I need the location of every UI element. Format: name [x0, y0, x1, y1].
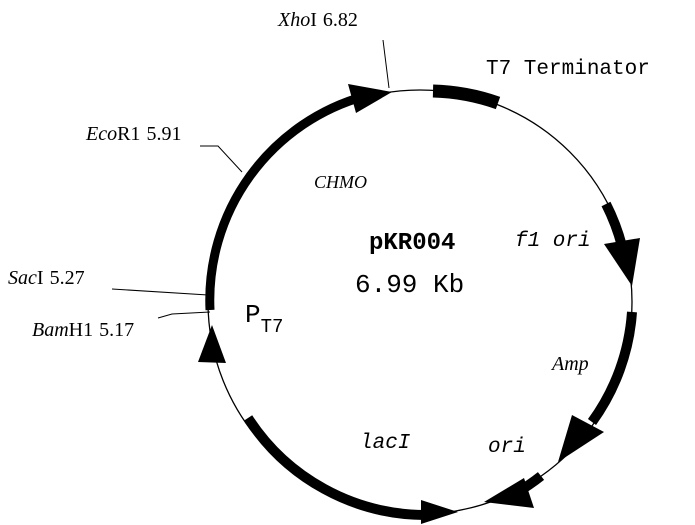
t7-terminator-block — [432, 84, 501, 110]
laci-arrowhead — [421, 500, 458, 524]
t7-terminator-label: T7 Terminator — [486, 58, 650, 81]
pt7-label: PT7 — [245, 300, 283, 338]
ori-label: ori — [488, 436, 526, 459]
f1-ori-arrowhead — [604, 238, 640, 286]
amp-arc — [587, 311, 637, 425]
amp-label: Amp — [550, 353, 589, 375]
ori-arrowhead — [484, 478, 534, 508]
ecor1-leader — [200, 145, 243, 173]
plasmid-name: pKR004 — [369, 230, 455, 257]
chmo-arc — [205, 91, 367, 311]
amp-arrowhead — [558, 415, 604, 462]
laci-label: lacI — [360, 432, 411, 455]
chmo-label: CHMO — [314, 172, 367, 192]
xhoi-leader — [382, 39, 390, 89]
f1-ori-arc — [601, 201, 627, 248]
f1-ori-label: f1 ori — [515, 230, 591, 253]
plasmid-size: 6.99 Kb — [355, 270, 464, 300]
bamh1-leader — [157, 311, 211, 319]
chmo-arrowhead — [348, 84, 392, 113]
pt7-arrowhead — [198, 325, 226, 363]
laci-arc — [243, 415, 426, 520]
saci-leader — [111, 288, 209, 296]
